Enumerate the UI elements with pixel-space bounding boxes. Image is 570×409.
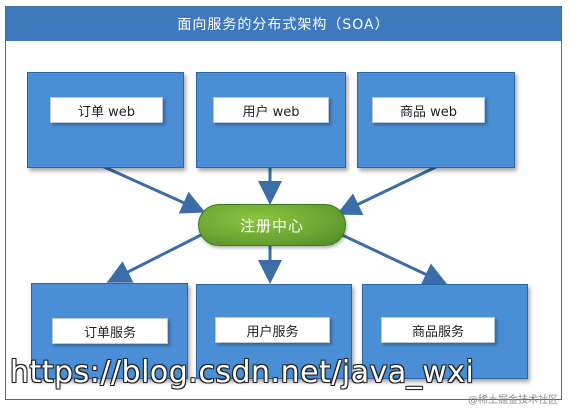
arrow-goods-web-to-registry [336, 164, 439, 216]
user-service-label: 用户服务 [215, 317, 330, 343]
registry-center-node: 注册中心 [198, 204, 346, 246]
arrow-registry-to-goods-service [339, 232, 448, 286]
credit-watermark: @稀土掘金技术社区 [468, 395, 558, 406]
goods-web-label: 商品 web [372, 97, 485, 123]
order-web-node: 订单 web [27, 72, 184, 168]
order-service-node: 订单服务 [31, 283, 188, 379]
order-service-label: 订单服务 [52, 318, 168, 344]
user-web-node: 用户 web [196, 72, 346, 168]
goods-service-label: 商品服务 [381, 317, 495, 343]
user-web-label: 用户 web [213, 97, 329, 123]
arrow-registry-to-order-service [106, 232, 204, 283]
user-service-node: 用户服务 [196, 284, 352, 379]
goods-service-node: 商品服务 [362, 284, 528, 379]
url-watermark: https://blog.csdn.net/java_wxi [10, 355, 475, 390]
goods-web-node: 商品 web [357, 72, 515, 168]
order-web-label: 订单 web [50, 97, 163, 123]
arrow-order-web-to-registry [101, 164, 206, 214]
diagram-title: 面向服务的分布式架构（SOA） [6, 7, 561, 41]
